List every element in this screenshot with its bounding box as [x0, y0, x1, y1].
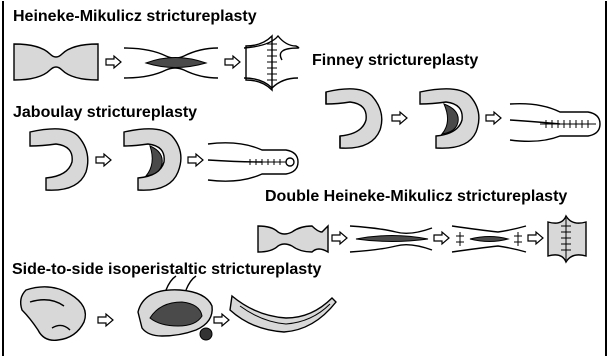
jaboulay-step1-u-loop	[30, 129, 88, 190]
double-heineke-arrow-3	[528, 232, 543, 244]
heineke-step3-closure	[244, 36, 299, 90]
finney-arrow-2	[486, 112, 501, 124]
double-heineke-arrow-1	[332, 232, 347, 244]
heineke-arrow-2	[225, 56, 240, 68]
jaboulay-arrow-1	[96, 154, 111, 166]
jaboulay-arrow-2	[188, 154, 203, 166]
side-to-side-step3-closure	[230, 296, 336, 332]
finney-arrow-1	[392, 112, 407, 124]
heineke-step2-incision	[124, 48, 218, 78]
side-to-side-step1-loops	[21, 287, 86, 340]
jaboulay-step2-incision	[124, 129, 181, 190]
double-heineke-step2-incision	[350, 226, 432, 252]
heineke-step1-bowel-stricture	[14, 44, 98, 80]
double-heineke-arrow-2	[434, 232, 449, 244]
jaboulay-step3-closure	[208, 143, 298, 181]
side-to-side-arrow-1	[98, 314, 113, 326]
side-to-side-arrow-2	[214, 314, 229, 326]
finney-step1-u-loop	[326, 89, 382, 148]
side-to-side-step2-overlap	[138, 276, 212, 340]
finney-step2-incision	[420, 89, 479, 148]
finney-step3-closure	[510, 104, 600, 142]
heineke-arrow-1	[106, 56, 121, 68]
double-heineke-step1	[258, 226, 328, 252]
double-heineke-step4-closure	[548, 216, 586, 262]
double-heineke-step3-partial-closure	[452, 226, 526, 252]
